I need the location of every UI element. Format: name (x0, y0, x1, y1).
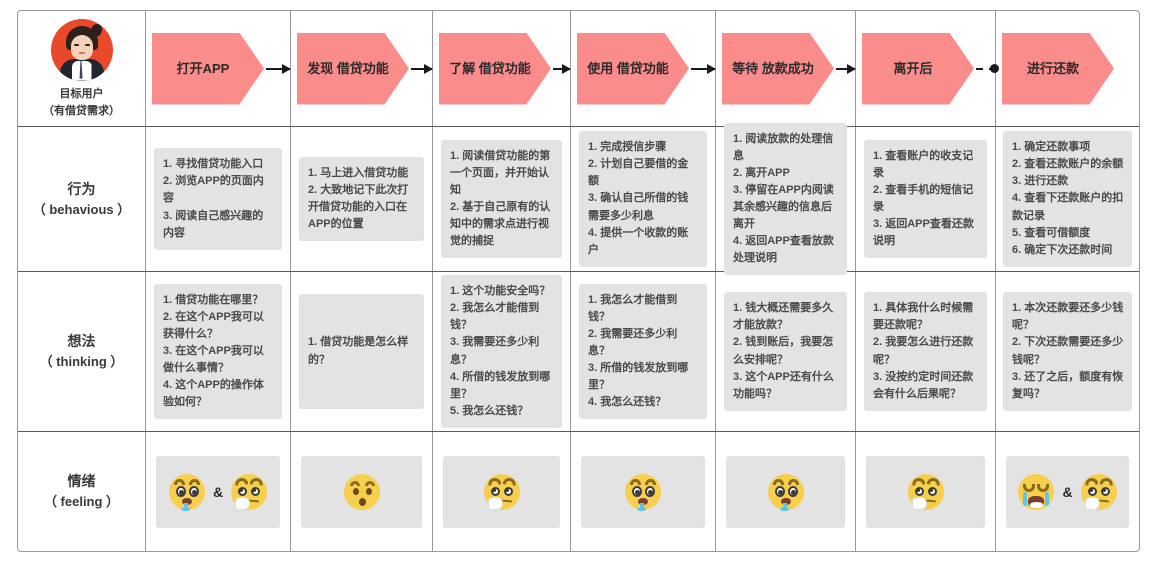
stage-chevron-4[interactable]: 使用 借贷功能 (577, 32, 689, 105)
behaviour-cell-3: 1. 阅读借贷功能的第一个页面，并开始认知 2. 基于自己原有的认知中的需求点进… (433, 127, 571, 271)
note-text: 1. 本次还款要还多少钱呢？ 2. 下次还款需要还多少钱呢？ 3. 还了之后，额… (1003, 292, 1132, 411)
thinking-cell-3: 1. 这个功能安全吗？ 2. 我怎么才能借到钱？ 3. 我需要还多少利息？ 4.… (433, 272, 571, 431)
emoji-group: & (156, 455, 280, 528)
customer-journey-map: 目标用户 （有借贷需求） 打开APP 发现 借贷功能 了解 借贷功能 使用 借贷… (17, 10, 1140, 552)
note-text: 1. 钱大概还需要多久才能放款？ 2. 钱到账后，我要怎么安排呢？ 3. 这个A… (724, 292, 847, 411)
thinking-cell-2: 1. 借贷功能是怎么样的？ (291, 272, 433, 431)
row-label-feeling-cn: 情绪 (67, 473, 96, 490)
stage-chevron-6[interactable]: 离开后 (862, 32, 974, 105)
thinking-cell-4: 1. 我怎么才能借到钱？ 2. 我需要还多少利息？ 3. 所借的钱发放到哪里？ … (571, 272, 716, 431)
loudly-crying-face-icon (1016, 472, 1056, 512)
feeling-cell-5 (716, 432, 856, 551)
feeling-cell-3 (433, 432, 571, 551)
stages-row: 目标用户 （有借贷需求） 打开APP 发现 借贷功能 了解 借贷功能 使用 借贷… (18, 11, 1139, 127)
note-text: 1. 这个功能安全吗？ 2. 我怎么才能借到钱？ 3. 我需要还多少利息？ 4.… (441, 275, 562, 428)
note-text: 1. 寻找借贷功能入口 2. 浏览APP的页面内容 3. 阅读自己感兴趣的内容 (154, 148, 282, 250)
thinking-cell-7: 1. 本次还款要还多少钱呢？ 2. 下次还款需要还多少钱呢？ 3. 还了之后，额… (996, 272, 1139, 431)
emoji-group (866, 455, 985, 528)
note-text: 1. 马上进入借贷功能 2. 大致地记下此次打开借贷功能的入口在APP的位置 (299, 156, 424, 242)
stage-connector-1 (266, 63, 291, 74)
row-label-thinking-cn: 想法 (67, 333, 96, 350)
note-text: 1. 阅读放款的处理信息 2. 离开APP 3. 停留在APP内阅读其余感兴趣的… (724, 122, 847, 276)
row-label-thinking-en: （ thinking ） (39, 354, 124, 370)
note-text: 1. 完成授信步骤 2. 计划自己要借的金额 3. 确认自己所借的钱需要多少利息… (579, 131, 707, 267)
feeling-cell-6 (856, 432, 996, 551)
row-label-behaviour-cn: 行为 (67, 180, 96, 197)
note-text: 1. 借贷功能在哪里？ 2. 在这个APP我可以获得什么？ 3. 在这个APP我… (154, 283, 282, 420)
feeling-row: 情绪 （ feeling ） & (18, 432, 1139, 551)
feeling-cell-4 (571, 432, 716, 551)
thinking-row: 想法 （ thinking ） 1. 借贷功能在哪里？ 2. 在这个APP我可以… (18, 272, 1139, 432)
behaviour-cell-1: 1. 寻找借贷功能入口 2. 浏览APP的页面内容 3. 阅读自己感兴趣的内容 (146, 127, 291, 271)
drooling-face-icon (766, 472, 806, 512)
emoji-group: & (1006, 455, 1129, 528)
emoji-group (301, 455, 422, 528)
stage-chevron-5[interactable]: 等待 放款成功 (722, 32, 834, 105)
stage-cell-6: 离开后 (856, 11, 999, 126)
emoji-group (581, 455, 705, 528)
stage-connector-2 (411, 63, 433, 74)
thinking-face-icon (482, 472, 522, 512)
stage-cell-1: 打开APP (146, 11, 291, 126)
emoji-separator: & (212, 483, 224, 500)
behaviour-cell-7: 1. 确定还款事项 2. 查看还款账户的余额 3. 进行还款 4. 查看下还款账… (996, 127, 1139, 271)
behaviour-cell-4: 1. 完成授信步骤 2. 计划自己要借的金额 3. 确认自己所借的钱需要多少利息… (571, 127, 716, 271)
feeling-cell-1: & (146, 432, 291, 551)
row-label-feeling: 情绪 （ feeling ） (18, 432, 146, 551)
thinking-face-icon (1079, 472, 1119, 512)
thinking-cell-5: 1. 钱大概还需要多久才能放款？ 2. 钱到账后，我要怎么安排呢？ 3. 这个A… (716, 272, 856, 431)
user-avatar-icon (50, 18, 113, 81)
stage-connector-4 (691, 63, 716, 74)
stage-chevron-3[interactable]: 了解 借贷功能 (439, 32, 551, 105)
stage-chevron-1[interactable]: 打开APP (152, 32, 264, 105)
emoji-group (443, 455, 560, 528)
stage-connector-6-dashed (976, 63, 999, 73)
row-label-feeling-en: （ feeling ） (43, 494, 120, 510)
stage-connector-3 (553, 63, 571, 74)
emoji-separator: & (1062, 483, 1073, 500)
persona-cell: 目标用户 （有借贷需求） (18, 11, 146, 126)
stage-cell-4: 使用 借贷功能 (571, 11, 716, 126)
stage-connector-5 (836, 63, 856, 74)
stage-cell-3: 了解 借贷功能 (433, 11, 571, 126)
stage-chevron-7[interactable]: 进行还款 (1002, 32, 1114, 105)
behaviour-row: 行为 （ behavious ） 1. 寻找借贷功能入口 2. 浏览APP的页面… (18, 122, 1139, 276)
stage-cell-7: 进行还款 (996, 11, 1139, 126)
drooling-face-icon (623, 472, 663, 512)
thinking-face-icon (229, 472, 269, 512)
thinking-cell-1: 1. 借贷功能在哪里？ 2. 在这个APP我可以获得什么？ 3. 在这个APP我… (146, 272, 291, 431)
hushed-face-icon (342, 472, 382, 512)
row-label-behaviour-en: （ behavious ） (32, 201, 131, 217)
row-label-behaviour: 行为 （ behavious ） (18, 127, 146, 271)
thinking-face-icon (906, 472, 946, 512)
feeling-cell-7: & (996, 432, 1139, 551)
stage-cell-2: 发现 借贷功能 (291, 11, 433, 126)
thinking-cell-6: 1. 具体我什么时候需要还款呢？ 2. 我要怎么进行还款呢？ 3. 没按约定时间… (856, 272, 996, 431)
note-text: 1. 阅读借贷功能的第一个页面，并开始认知 2. 基于自己原有的认知中的需求点进… (441, 139, 562, 259)
stage-chevron-2[interactable]: 发现 借贷功能 (297, 32, 409, 105)
note-text: 1. 借贷功能是怎么样的？ (299, 294, 424, 409)
drooling-face-icon (167, 472, 207, 512)
behaviour-cell-2: 1. 马上进入借贷功能 2. 大致地记下此次打开借贷功能的入口在APP的位置 (291, 127, 433, 271)
stage-cell-5: 等待 放款成功 (716, 11, 856, 126)
emoji-group (726, 455, 845, 528)
persona-name: 目标用户 (59, 87, 104, 100)
note-text: 1. 我怎么才能借到钱？ 2. 我需要还多少利息？ 3. 所借的钱发放到哪里？ … (579, 283, 707, 420)
persona-subtitle: （有借贷需求） (43, 104, 120, 117)
feeling-cell-2 (291, 432, 433, 551)
behaviour-cell-6: 1. 查看账户的收支记录 2. 查看手机的短信记录 3. 返回APP查看还款说明 (856, 127, 996, 271)
note-text: 1. 确定还款事项 2. 查看还款账户的余额 3. 进行还款 4. 查看下还款账… (1003, 131, 1132, 267)
note-text: 1. 查看账户的收支记录 2. 查看手机的短信记录 3. 返回APP查看还款说明 (864, 139, 987, 259)
note-text: 1. 具体我什么时候需要还款呢？ 2. 我要怎么进行还款呢？ 3. 没按约定时间… (864, 292, 987, 411)
behaviour-cell-5: 1. 阅读放款的处理信息 2. 离开APP 3. 停留在APP内阅读其余感兴趣的… (716, 122, 856, 276)
row-label-thinking: 想法 （ thinking ） (18, 272, 146, 431)
